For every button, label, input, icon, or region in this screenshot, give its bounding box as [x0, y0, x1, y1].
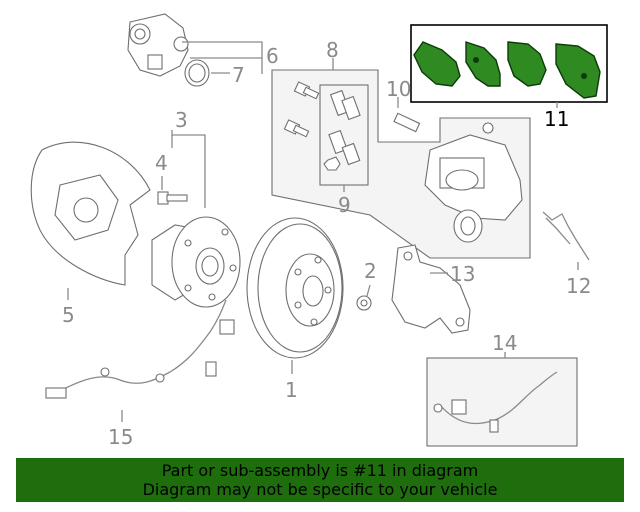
callout-4: 4 [155, 151, 168, 175]
callout-5: 5 [62, 303, 75, 327]
caliper-bolt-part[interactable] [283, 81, 320, 138]
callout-13: 13 [450, 262, 475, 286]
callout-11: 11 [544, 107, 569, 131]
piston-seal-part[interactable] [453, 209, 483, 243]
pad-clip-part[interactable] [542, 211, 590, 261]
callout-9: 9 [338, 193, 351, 217]
banner-line-2: Diagram may not be specific to your vehi… [142, 480, 498, 499]
callout-10: 10 [386, 77, 411, 101]
parts-diagram: 6 7 3 4 5 1 2 8 9 10 11 13 12 14 15 [30, 13, 608, 449]
guide-pin-part[interactable] [393, 112, 421, 133]
callout-3: 3 [175, 108, 188, 132]
banner-line-1: Part or sub-assembly is #11 in diagram [161, 461, 479, 480]
callout-2: 2 [364, 259, 377, 283]
dust-shield-part[interactable] [30, 141, 151, 286]
callout-7: 7 [232, 63, 245, 87]
wheel-speed-sensor-part[interactable] [433, 371, 558, 433]
callout-6: 6 [266, 44, 279, 68]
sensor-harness-part[interactable] [45, 299, 235, 399]
hub-bolt-part[interactable] [157, 191, 188, 205]
callout-14: 14 [492, 331, 517, 355]
rotor-screw-part[interactable] [356, 295, 372, 311]
callout-12: 12 [566, 274, 591, 298]
brake-rotor-part[interactable] [246, 217, 344, 359]
caliper-motor-part[interactable] [127, 13, 189, 77]
caliper-bracket-part[interactable] [391, 244, 471, 334]
brake-pad-set-part[interactable] [413, 41, 601, 99]
hub-bearing-part[interactable] [151, 216, 241, 308]
o-ring-inner [188, 63, 206, 83]
wheel-sensor-box [426, 357, 578, 447]
callout-15: 15 [108, 425, 133, 449]
brake-caliper-part[interactable] [424, 122, 523, 221]
slide-pin-kit-part[interactable] [323, 89, 361, 171]
notice-banner: Part or sub-assembly is #11 in diagram D… [16, 458, 624, 502]
callout-8: 8 [326, 38, 339, 62]
callout-1: 1 [285, 378, 298, 402]
